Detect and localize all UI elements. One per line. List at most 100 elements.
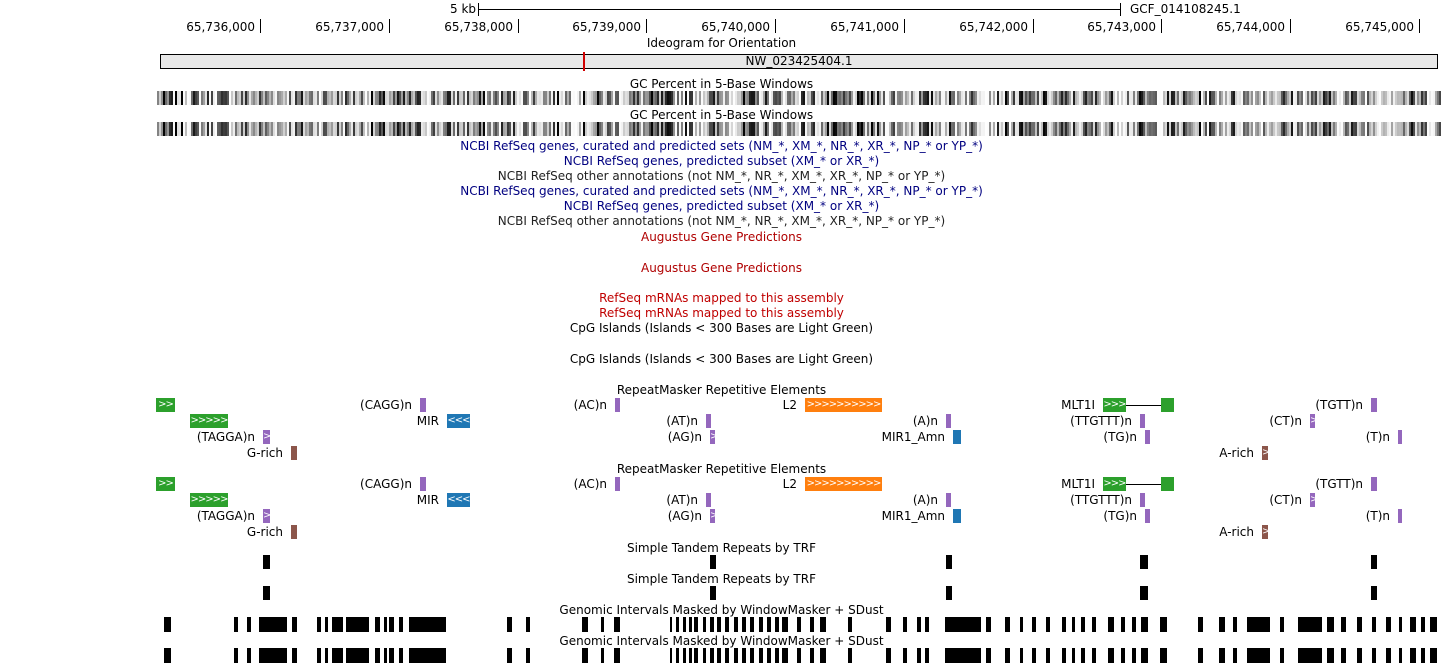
masked-interval[interactable] [689,648,692,663]
cpg-title[interactable]: CpG Islands (Islands < 300 Bases are Lig… [569,321,874,335]
masked-interval[interactable] [1219,617,1225,632]
masked-interval[interactable] [750,648,754,663]
repeat-feature[interactable]: >>> [1103,477,1126,491]
repeatmasker-title[interactable]: RepeatMasker Repetitive Elements [616,383,827,397]
masked-interval[interactable] [734,648,738,663]
tandem-repeat[interactable] [710,586,716,600]
repeat-feature[interactable] [291,525,297,539]
masked-interval[interactable] [1092,617,1096,632]
masked-interval[interactable] [1141,648,1148,663]
masked-interval[interactable] [742,617,746,632]
masked-interval[interactable] [775,648,779,663]
masked-interval[interactable] [332,617,343,632]
tandem-repeat[interactable] [946,555,952,569]
masked-interval[interactable] [325,617,328,632]
masked-interval[interactable] [317,617,321,632]
ncbi-predicted-title[interactable]: NCBI RefSeq genes, predicted subset (XM_… [563,154,880,168]
masked-interval[interactable] [986,617,991,632]
windowmasker-track-2[interactable] [0,648,1443,663]
masked-interval[interactable] [317,648,321,663]
masked-interval[interactable] [1399,617,1402,632]
masked-interval[interactable] [389,648,394,663]
windowmasker-track[interactable] [0,617,1443,632]
tandem-repeat[interactable] [1140,555,1148,569]
repeat-feature[interactable]: > [710,509,715,523]
masked-interval[interactable] [1132,648,1136,663]
masked-interval[interactable] [767,617,771,632]
masked-interval[interactable] [759,617,763,632]
repeat-feature[interactable]: >>>>>>>>>> [805,398,882,412]
ideogram[interactable]: NW_023425404.1 [160,54,1438,69]
masked-interval[interactable] [332,648,343,663]
masked-interval[interactable] [234,648,238,663]
masked-interval[interactable] [384,648,387,663]
masked-interval[interactable] [346,617,369,632]
masked-interval[interactable] [1032,617,1036,632]
masked-interval[interactable] [1062,648,1066,663]
masked-interval[interactable] [670,617,672,632]
repeat-feature[interactable]: >>>>> [190,493,228,507]
repeatmasker-track[interactable]: >>(CAGG)n(AC)n>>>>>>>>>>L2>>>MLT1I(TGTT)… [0,397,1443,461]
repeat-feature[interactable] [1140,414,1145,428]
masked-interval[interactable] [903,617,907,632]
masked-interval[interactable] [670,648,672,663]
masked-interval[interactable] [1327,617,1334,632]
masked-interval[interactable] [259,617,287,632]
refseq-mrna-title-2[interactable]: RefSeq mRNAs mapped to this assembly [599,306,844,320]
tandem-repeat[interactable] [710,555,716,569]
masked-interval[interactable] [409,648,446,663]
masked-interval[interactable] [945,648,981,663]
tandem-repeat[interactable] [1371,586,1377,600]
gc-percent-track-2[interactable] [157,122,1441,136]
masked-interval[interactable] [903,648,907,663]
repeat-feature[interactable] [946,493,951,507]
masked-interval[interactable] [717,648,721,663]
masked-interval[interactable] [1005,617,1010,632]
masked-interval[interactable] [234,617,238,632]
masked-interval[interactable] [1280,648,1284,663]
ncbi-other-title-2[interactable]: NCBI RefSeq other annotations (not NM_*,… [497,214,946,228]
masked-interval[interactable] [917,617,921,632]
masked-interval[interactable] [164,648,171,663]
masked-interval[interactable] [259,648,287,663]
masked-interval[interactable] [247,648,251,663]
masked-interval[interactable] [1386,648,1391,663]
masked-interval[interactable] [375,648,380,663]
masked-interval[interactable] [986,648,991,663]
masked-interval[interactable] [710,648,714,663]
masked-interval[interactable] [1280,617,1284,632]
masked-interval[interactable] [683,648,686,663]
masked-interval[interactable] [346,648,369,663]
ncbi-curated-title[interactable]: NCBI RefSeq genes, curated and predicted… [460,139,983,153]
masked-interval[interactable] [526,617,530,632]
windowmasker-title-2[interactable]: Genomic Intervals Masked by WindowMasker… [559,634,884,648]
masked-interval[interactable] [767,648,771,663]
repeat-feature[interactable] [953,430,961,444]
repeat-feature[interactable]: > [1262,525,1268,539]
masked-interval[interactable] [614,617,620,632]
repeatmasker-track-2[interactable]: >>(CAGG)n(AC)n>>>>>>>>>>L2>>>MLT1I(TGTT)… [0,476,1443,540]
repeat-feature[interactable] [706,414,711,428]
masked-interval[interactable] [810,617,814,632]
repeat-feature[interactable]: > [1262,446,1268,460]
repeat-feature[interactable] [706,493,711,507]
repeat-feature[interactable]: > [263,430,270,444]
masked-interval[interactable] [1247,617,1270,632]
masked-interval[interactable] [1108,617,1114,632]
tandem-repeat[interactable] [263,586,270,600]
masked-interval[interactable] [526,648,530,663]
augustus-title[interactable]: Augustus Gene Predictions [640,230,802,244]
masked-interval[interactable] [1062,617,1066,632]
masked-interval[interactable] [1072,617,1075,632]
repeat-feature[interactable]: >>>>> [190,414,228,428]
repeat-feature[interactable]: >>>>>>>>>> [805,477,882,491]
repeat-feature[interactable]: <<< [447,414,470,428]
masked-interval[interactable] [710,617,714,632]
masked-interval[interactable] [1081,617,1085,632]
masked-interval[interactable] [694,648,698,663]
masked-interval[interactable] [325,648,328,663]
masked-interval[interactable] [1160,617,1167,632]
repeat-feature[interactable] [953,509,961,523]
masked-interval[interactable] [1430,648,1437,663]
